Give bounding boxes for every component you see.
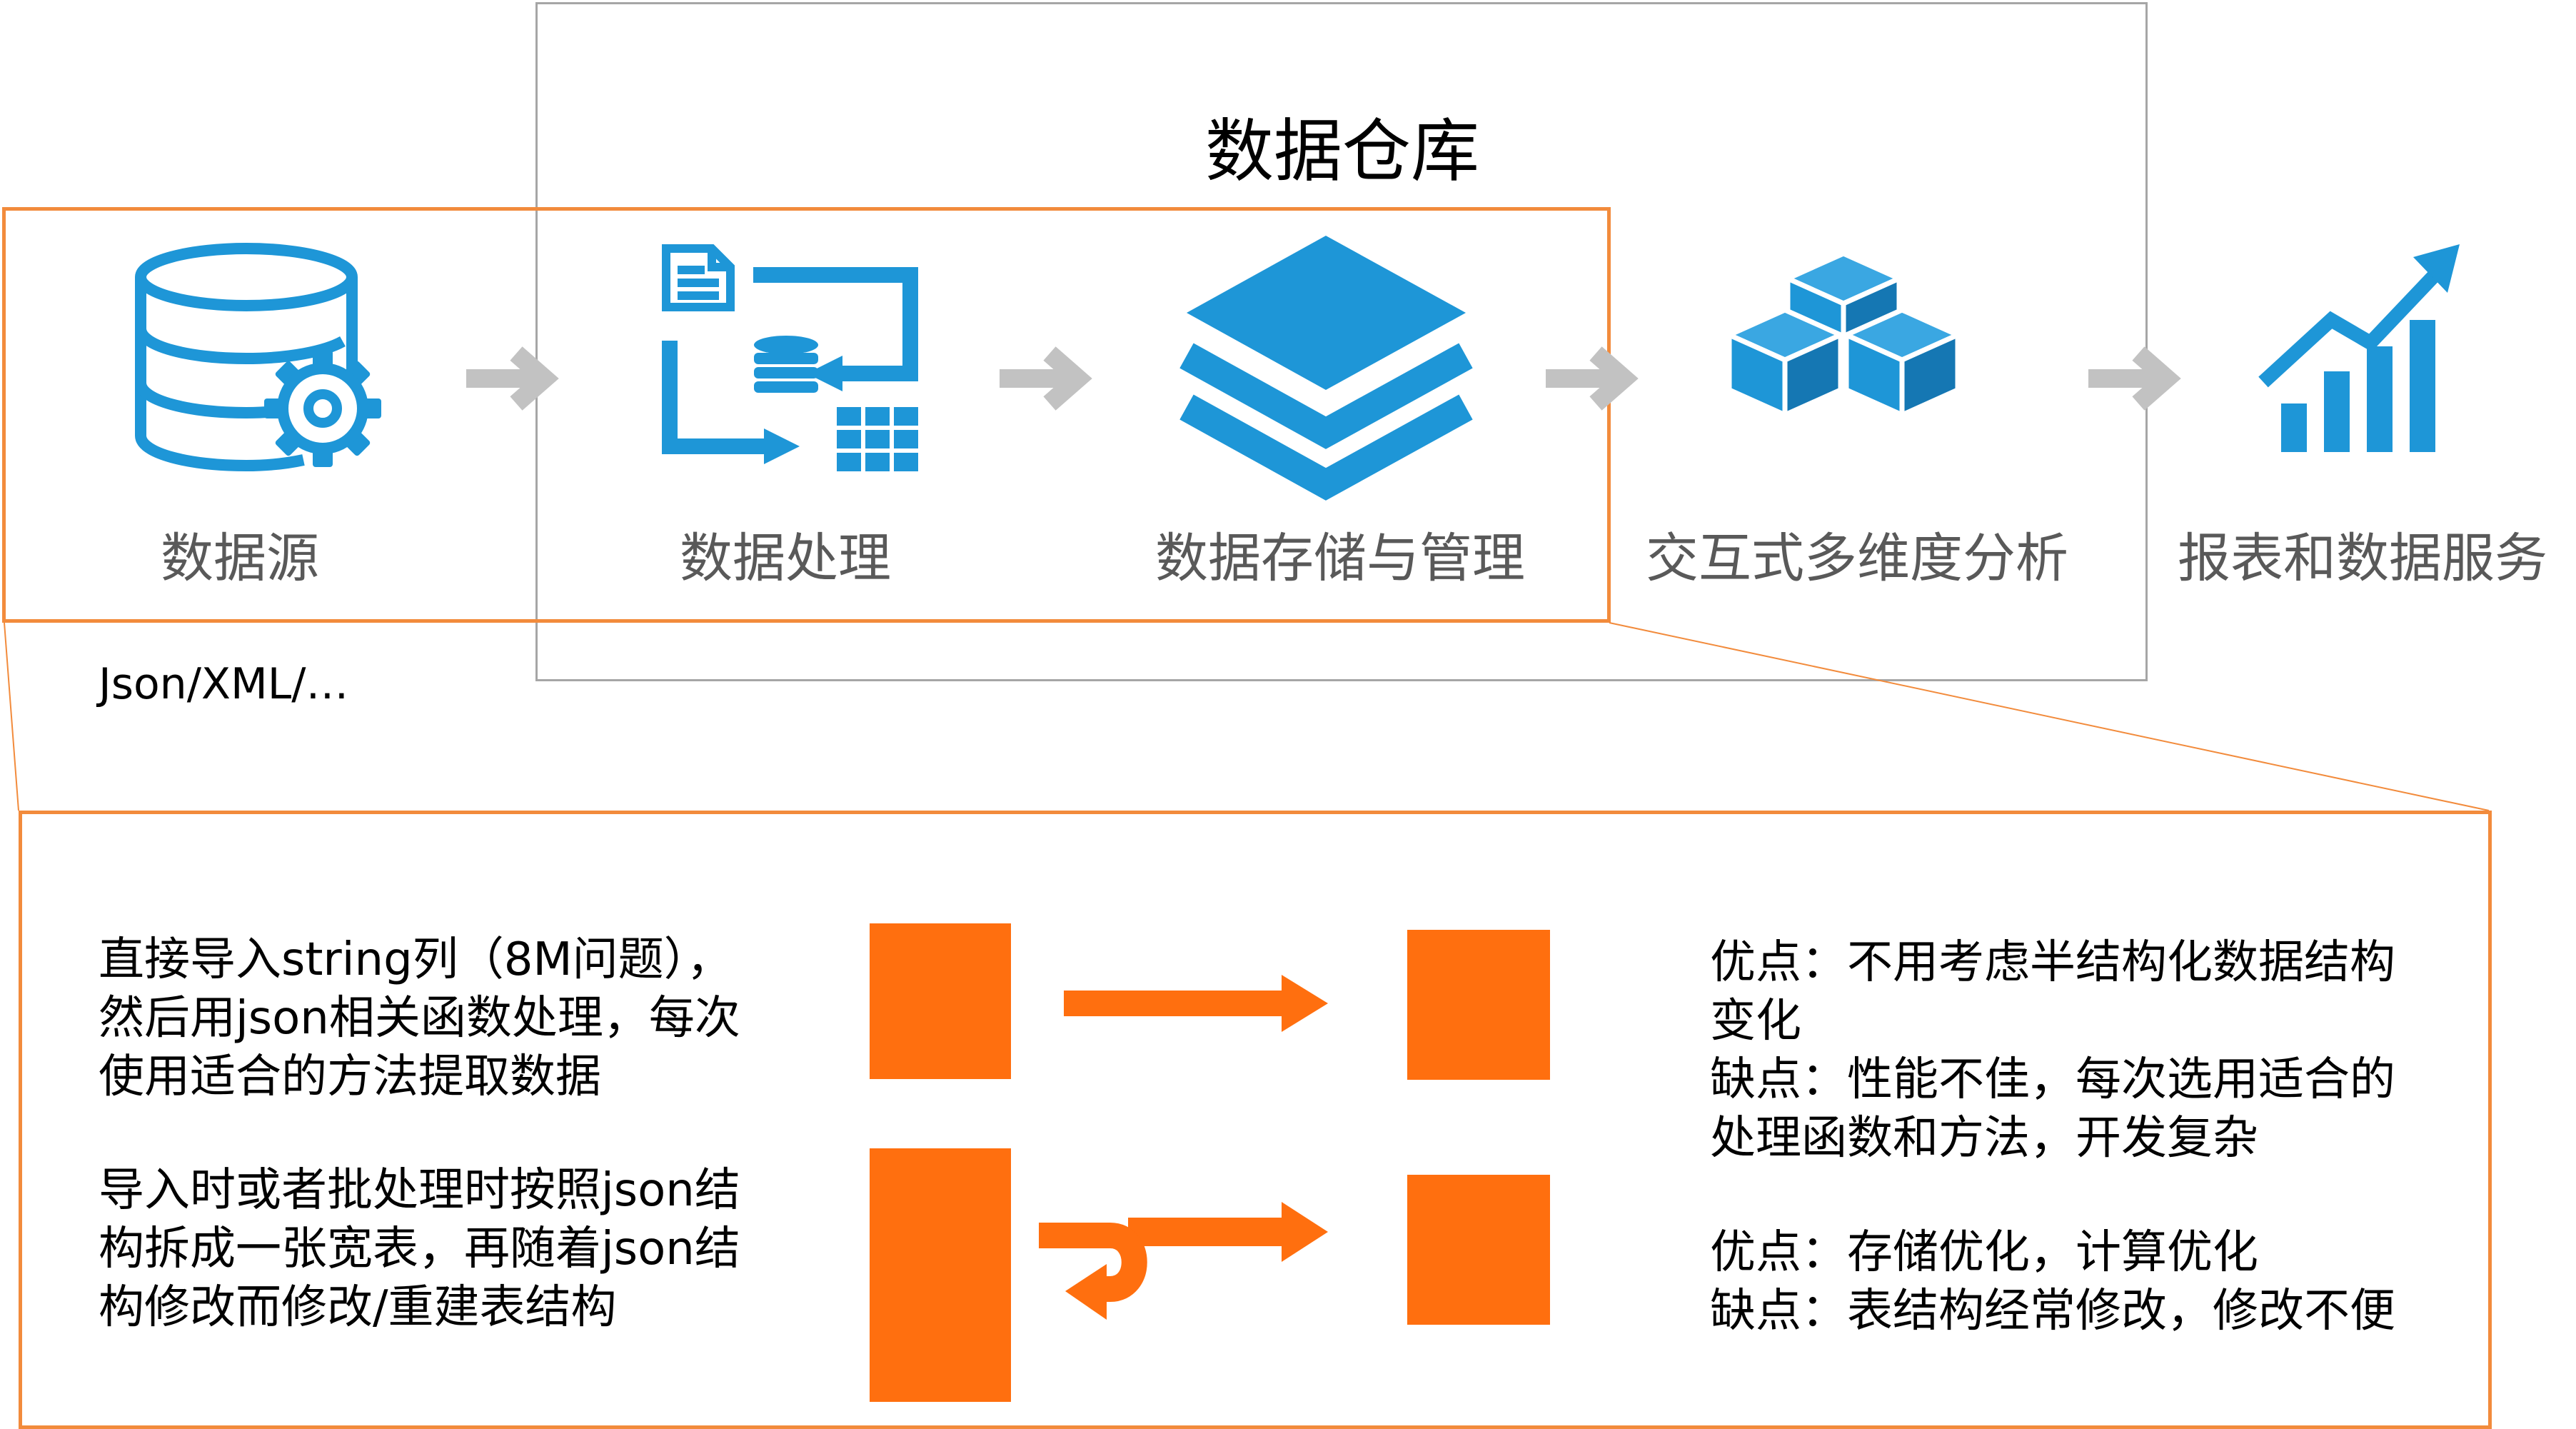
source-formats-label: Json/XML/…	[99, 659, 349, 709]
flow-arrow-2	[1000, 346, 1092, 411]
cubes-icon	[1726, 251, 1961, 418]
stage-label-data-source: 数据源	[161, 528, 319, 589]
flow-arrow-3	[1546, 346, 1639, 411]
connector-line-right	[1609, 622, 2490, 811]
approach2-arrow	[1039, 1202, 1328, 1320]
approach2-pros-cons: 优点：存储优化，计算优化 缺点：表结构经常修改，修改不便	[1710, 1226, 2395, 1338]
approach1-arrow	[1064, 975, 1328, 1032]
approach1-source-block	[870, 923, 1011, 1079]
flow-arrow-1	[466, 346, 559, 411]
stage-label-reporting: 报表和数据服务	[2178, 528, 2547, 589]
data-warehouse-box	[535, 2, 2148, 681]
connector-line-left	[4, 622, 19, 811]
highlight-box	[2, 207, 1611, 623]
flow-arrow-4	[2088, 346, 2181, 411]
layers-icon	[1179, 236, 1473, 501]
bar-chart-trend-icon	[2258, 244, 2460, 452]
approach1-target-block	[1407, 930, 1550, 1080]
data-processing-icon	[662, 244, 918, 471]
approach2-description: 导入时或者批处理时按照json结 构拆成一张宽表，再随着json结 构修改而修改…	[99, 1164, 740, 1334]
approach1-description: 直接导入string列（8M问题）， 然后用json相关函数处理，每次 使用适合…	[99, 933, 740, 1103]
warehouse-title: 数据仓库	[1205, 111, 1479, 191]
stage-label-data-storage: 数据存储与管理	[1155, 528, 1525, 589]
approach2-source-block	[870, 1148, 1011, 1402]
stage-label-analysis: 交互式多维度分析	[1646, 528, 2068, 589]
approach2-target-block	[1407, 1175, 1550, 1325]
stage-label-data-processing: 数据处理	[680, 528, 891, 589]
database-gear-icon	[135, 243, 381, 472]
approach1-pros-cons: 优点：不用考虑半结构化数据结构 变化 缺点：性能不佳，每次选用适合的 处理函数和…	[1710, 936, 2395, 1165]
